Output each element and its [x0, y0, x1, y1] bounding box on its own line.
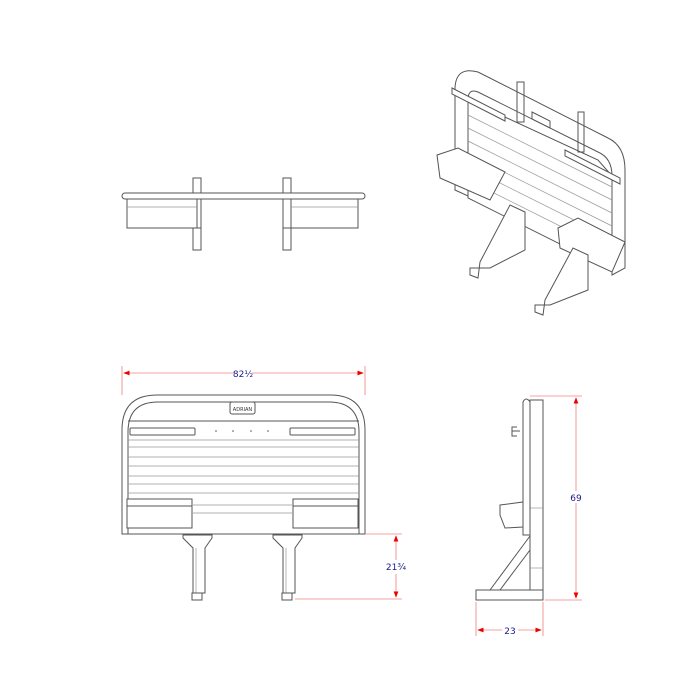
dimension-leg-height: 21¾: [295, 533, 406, 600]
front-leg-right: [272, 534, 303, 594]
front-leg-left: [182, 534, 213, 594]
front-foot-left: [191, 592, 203, 601]
dimension-label-depth: 23: [504, 627, 515, 637]
isometric-view: [436, 70, 626, 316]
dimension-depth: 23: [475, 602, 544, 637]
side-bin: [499, 501, 524, 529]
dimension-label-height: 69: [570, 494, 582, 504]
iso-bin-left: [436, 147, 506, 201]
front-rail-left: [129, 427, 196, 436]
iso-frame: [454, 70, 626, 276]
iso-logo: [531, 111, 551, 129]
logo-plate: [229, 401, 256, 415]
iso-leg-right: [534, 247, 589, 316]
iso-bin-right: [557, 217, 626, 273]
top-view: [121, 177, 366, 251]
svg-text:ADRIAN: ADRIAN: [233, 407, 253, 413]
front-bin-right: [292, 498, 359, 529]
top-view-frame: [121, 192, 366, 200]
top-view-bracket-right: [290, 198, 359, 229]
dimension-label-width: 82½: [233, 370, 253, 380]
dimension-overall-height: 69: [530, 395, 584, 601]
iso-leg-left: [469, 204, 526, 279]
front-view: ADRIAN: [121, 394, 366, 601]
dimension-label-leg-height: 21¾: [386, 563, 406, 573]
side-base: [475, 589, 544, 601]
front-foot-right: [281, 592, 293, 601]
dimension-overall-width: 82½: [121, 366, 366, 395]
front-rail-right: [289, 427, 356, 436]
side-panel: [529, 399, 544, 593]
top-view-bracket-left: [126, 198, 198, 229]
side-view: [475, 398, 544, 601]
side-post: [522, 398, 531, 536]
front-bin-left: [126, 498, 193, 529]
